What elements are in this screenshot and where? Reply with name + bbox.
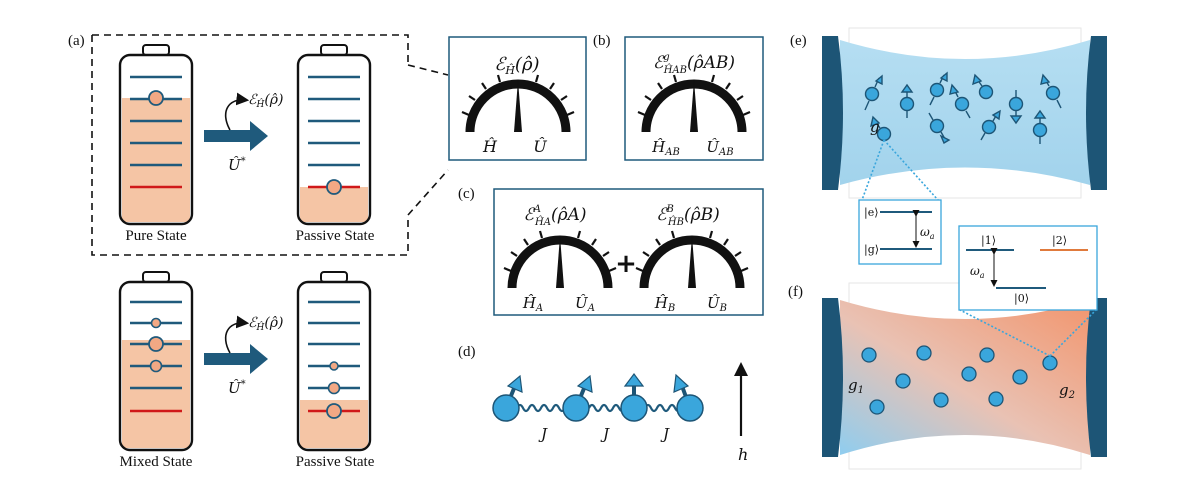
- svg-text:|e⟩: |e⟩: [864, 206, 879, 220]
- svg-text:ÛA: ÛA: [575, 294, 595, 314]
- caption-passive-state-bottom: Passive State: [296, 454, 375, 470]
- svg-text:J: J: [538, 425, 548, 443]
- svg-text:ωa: ωa: [970, 264, 985, 280]
- svg-text:Û*: Û*: [228, 379, 246, 397]
- gauge-ergotropy-a: ℰĤ(ρ̂) Ĥ Û: [448, 36, 587, 161]
- svg-text:J: J: [600, 425, 610, 443]
- panel-label-b: (b): [593, 33, 611, 49]
- cavity-e: g |e⟩ |g⟩ ωa: [822, 27, 1107, 265]
- battery-passive-state-top: [296, 44, 372, 226]
- svg-text:J: J: [660, 425, 670, 443]
- field-arrow: h: [734, 362, 748, 464]
- svg-text:ÛAB: ÛAB: [706, 138, 733, 158]
- panel-label-e: (e): [790, 33, 807, 49]
- battery-mixed-state: [118, 271, 194, 452]
- panel-label-c: (c): [458, 186, 475, 202]
- svg-text:ℰĤ(ρ̂): ℰĤ(ρ̂): [248, 92, 284, 110]
- battery-passive-state-bottom: [296, 271, 372, 452]
- inset-connector: [407, 64, 449, 216]
- svg-text:g1: g1: [848, 376, 864, 396]
- svg-text:ĤB: ĤB: [654, 294, 675, 314]
- caption-passive-state-top: Passive State: [296, 228, 375, 244]
- svg-text:g: g: [870, 118, 880, 136]
- unitary-arrow-top: ℰĤ(ρ̂) Û*: [204, 92, 284, 174]
- svg-text:|1⟩: |1⟩: [981, 234, 996, 248]
- unitary-arrow-bottom: ℰĤ(ρ̂) Û*: [204, 315, 284, 397]
- panel-label-f: (f): [788, 284, 803, 300]
- svg-text:ĤA: ĤA: [522, 294, 543, 314]
- svg-text:ÛB: ÛB: [707, 294, 727, 314]
- svg-text:+: +: [615, 249, 637, 279]
- inset-dashed-box: [91, 34, 409, 256]
- svg-text:|2⟩: |2⟩: [1052, 234, 1067, 248]
- spin-chain: J J J: [492, 373, 704, 443]
- panel-label-a: (a): [68, 33, 85, 49]
- caption-pure-state: Pure State: [125, 228, 187, 244]
- panel-label-d: (d): [458, 344, 476, 360]
- svg-text:ĤAB: ĤAB: [651, 138, 680, 158]
- svg-text:Û: Û: [533, 136, 547, 156]
- svg-text:|0⟩: |0⟩: [1014, 292, 1029, 306]
- svg-text:ℰĤ(ρ̂): ℰĤ(ρ̂): [248, 315, 284, 333]
- svg-text:h: h: [738, 445, 748, 464]
- svg-text:Ĥ: Ĥ: [482, 136, 498, 156]
- svg-text:ℰĤ(ρ̂): ℰĤ(ρ̂): [494, 54, 539, 77]
- svg-text:g2: g2: [1059, 381, 1075, 401]
- svg-text:|g⟩: |g⟩: [864, 243, 879, 257]
- cavity-f: g1 g2 |1⟩ |2⟩ |0⟩ ωa: [822, 225, 1107, 470]
- svg-text:ωa: ωa: [920, 225, 935, 241]
- battery-pure-state: [118, 44, 194, 226]
- caption-mixed-state: Mixed State: [120, 454, 193, 470]
- svg-text:Û*: Û*: [228, 156, 246, 174]
